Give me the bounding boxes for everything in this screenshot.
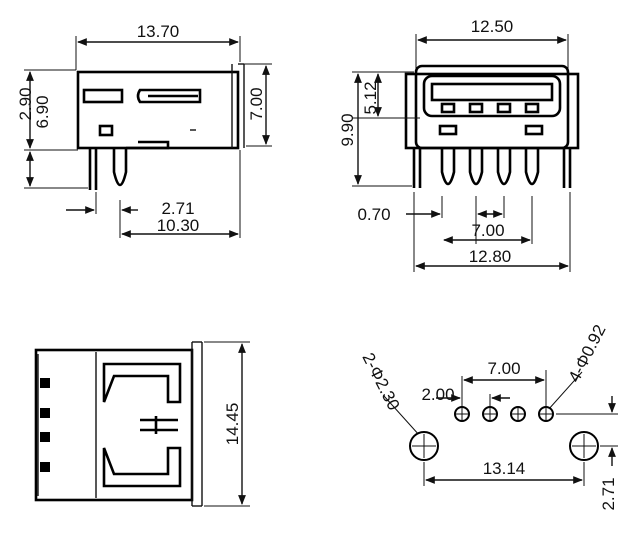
mount-holes-label: 2-Φ2.30 [358, 350, 403, 414]
height-total-front-label: 9.90 [338, 113, 357, 146]
pcb-pitch-label: 2.00 [421, 385, 454, 404]
pin-holes-label: 4-Φ0.92 [565, 322, 610, 386]
mount-holes [409, 431, 599, 461]
hole-spacing-label: 13.14 [483, 459, 526, 478]
pcb-layout: 2-Φ2.30 4-Φ0.92 7.00 2.00 [358, 322, 618, 511]
top-body [34, 341, 203, 507]
pin-span-label: 10.30 [157, 216, 200, 235]
width-top-label: 12.50 [471, 17, 514, 36]
pin-pitch-total-label: 7.00 [471, 221, 504, 240]
row-offset-label: 2.71 [599, 477, 618, 510]
front-body [404, 64, 580, 188]
height-top-label: 2.90 [16, 87, 35, 120]
height-upper-label: 5.12 [361, 81, 380, 114]
front-view: 12.50 5.12 9.90 [338, 17, 580, 272]
width-bottom-label: 12.80 [469, 247, 512, 266]
pin-width-label: 0.70 [357, 205, 390, 224]
side-body [76, 63, 245, 190]
depth-label: 14.45 [223, 403, 242, 446]
height-right-label: 7.00 [247, 87, 266, 120]
side-view: 13.70 2.90 6.90 [16, 22, 272, 238]
pin-offset-label: 2.71 [161, 199, 194, 218]
height-total-label: 6.90 [33, 95, 52, 128]
overall-length-label: 13.70 [137, 22, 180, 41]
pcb-pin-span-label: 7.00 [487, 359, 520, 378]
pin-holes [454, 406, 554, 422]
top-view: 14.45 [34, 341, 250, 507]
